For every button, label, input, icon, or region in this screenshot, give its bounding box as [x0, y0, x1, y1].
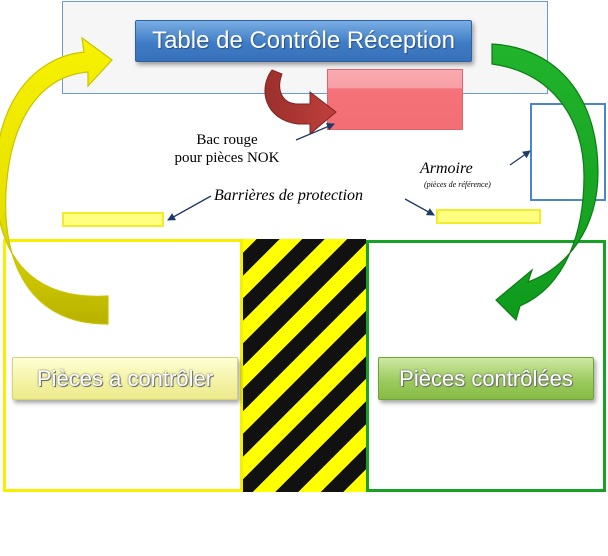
curved-arrow-green-icon	[491, 43, 599, 322]
barrier-left	[62, 212, 164, 227]
checked-parts-label: Pièces contrôlées	[378, 357, 594, 400]
cabinet-sublabel: (pièces de référence)	[424, 180, 491, 189]
pointer-arrow-icon	[167, 123, 531, 221]
curved-arrow-red-icon	[264, 69, 337, 136]
barrier-right	[436, 209, 541, 224]
curved-arrow-yellow-icon	[0, 36, 113, 325]
red-bin-caption: Bac rouge pour pièces NOK	[168, 131, 286, 167]
red-bin-caption-line2: pour pièces NOK	[174, 150, 280, 166]
hazard-stripe-zone	[243, 239, 366, 492]
control-table-title: Table de Contrôle Réception	[135, 20, 472, 62]
parts-to-check-label: Pièces a contrôler	[12, 357, 238, 400]
red-nok-bin	[327, 69, 463, 130]
barriers-label: Barrières de protection	[214, 187, 364, 204]
cabinet-label: Armoire	[420, 160, 473, 177]
red-bin-caption-line1: Bac rouge	[196, 132, 258, 148]
